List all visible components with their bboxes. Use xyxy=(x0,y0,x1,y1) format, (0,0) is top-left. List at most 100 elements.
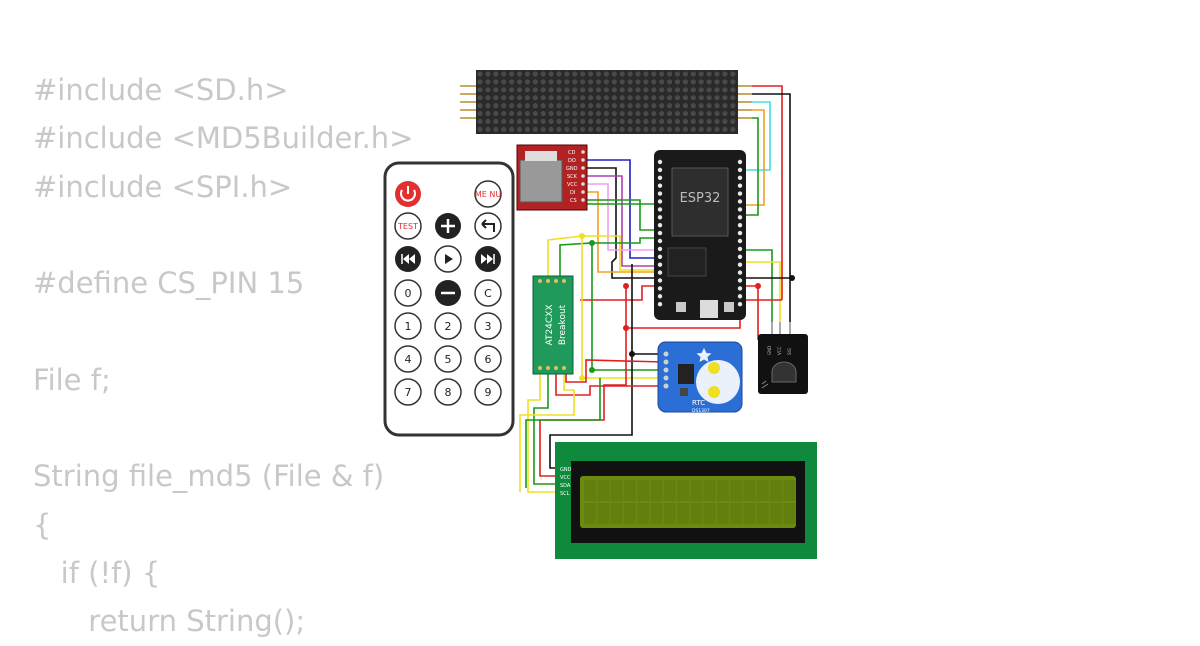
matrix-led xyxy=(706,103,712,109)
lcd-cell xyxy=(663,480,676,501)
matrix-led xyxy=(588,103,594,109)
remote-menu-button[interactable] xyxy=(474,180,502,208)
matrix-led xyxy=(674,110,681,117)
matrix-led xyxy=(730,118,736,124)
matrix-led xyxy=(706,79,712,85)
matrix-led xyxy=(667,95,673,101)
esp32-pin xyxy=(657,199,663,204)
matrix-led xyxy=(674,95,681,101)
lcd-display[interactable]: GND VCC SDA SCL xyxy=(555,442,817,559)
matrix-led xyxy=(580,71,586,77)
matrix-led xyxy=(509,110,515,117)
matrix-led xyxy=(588,79,594,85)
matrix-led xyxy=(603,87,610,93)
matrix-led xyxy=(706,118,712,124)
matrix-led xyxy=(674,79,681,85)
remote-c-button[interactable] xyxy=(474,279,502,307)
matrix-led xyxy=(667,126,673,132)
remote-key-6[interactable] xyxy=(474,345,502,373)
remote-key-9[interactable] xyxy=(474,378,502,406)
matrix-led xyxy=(516,95,523,101)
matrix-led xyxy=(501,110,507,117)
remote-key-0[interactable] xyxy=(394,279,422,307)
matrix-led xyxy=(611,103,617,109)
matrix-led xyxy=(706,110,712,117)
matrix-led xyxy=(516,87,523,93)
matrix-led xyxy=(548,87,554,93)
sd-pin-label: CS xyxy=(570,198,577,204)
matrix-led xyxy=(509,79,515,85)
lcd-cell xyxy=(610,480,623,501)
matrix-led xyxy=(722,87,728,93)
led-matrix[interactable] xyxy=(460,70,752,134)
matrix-led xyxy=(635,87,641,93)
matrix-led xyxy=(540,95,546,101)
matrix-led xyxy=(714,118,720,124)
matrix-led xyxy=(501,87,507,93)
matrix-led xyxy=(509,95,515,101)
matrix-led xyxy=(564,126,570,132)
lcd-cell xyxy=(637,503,650,524)
matrix-led xyxy=(682,118,689,124)
esp32-pin xyxy=(657,246,663,252)
matrix-led xyxy=(682,126,689,132)
matrix-led xyxy=(619,103,625,109)
matrix-led xyxy=(659,95,665,101)
matrix-led xyxy=(659,79,665,85)
matrix-led xyxy=(595,71,602,77)
rtc-module[interactable]: RTC DS1307 xyxy=(657,341,743,414)
remote-key-5[interactable] xyxy=(434,345,462,373)
remote-key-4[interactable] xyxy=(394,345,422,373)
lcd-cell xyxy=(677,503,690,524)
code-line: if (!f) { xyxy=(33,555,161,590)
matrix-led xyxy=(611,110,617,117)
lcd-cell xyxy=(743,480,756,501)
remote-key-1[interactable] xyxy=(394,312,422,340)
esp32-pin xyxy=(737,246,743,252)
sd-pin-label: SCK xyxy=(567,174,578,180)
matrix-led xyxy=(564,71,570,77)
eeprom-breakout[interactable]: AT24CXX Breakout xyxy=(532,275,574,375)
matrix-led xyxy=(532,95,538,101)
eeprom-label: Breakout xyxy=(558,304,568,345)
matrix-led xyxy=(690,126,696,132)
ir-receiver[interactable]: GND VCC SIG xyxy=(758,322,808,394)
matrix-led xyxy=(540,103,546,109)
matrix-led xyxy=(706,95,712,101)
matrix-led xyxy=(595,103,602,109)
matrix-led xyxy=(714,79,720,85)
remote-test-button[interactable] xyxy=(394,212,422,240)
esp32-board[interactable]: ESP32 xyxy=(654,150,746,320)
remote-key-7[interactable] xyxy=(394,378,422,406)
matrix-led xyxy=(659,126,665,132)
lcd-cell xyxy=(597,480,610,501)
matrix-led xyxy=(714,87,720,93)
matrix-led xyxy=(509,126,515,132)
lcd-cell xyxy=(650,503,663,524)
matrix-led xyxy=(532,79,538,85)
matrix-led xyxy=(588,71,594,77)
esp32-pin xyxy=(737,270,743,275)
remote-key-8[interactable] xyxy=(434,378,462,406)
matrix-led xyxy=(556,95,562,101)
matrix-led xyxy=(651,126,657,132)
matrix-led xyxy=(516,71,523,77)
remote-key-2[interactable] xyxy=(434,312,462,340)
code-line: #include <SPI.h> xyxy=(33,169,293,204)
matrix-led xyxy=(524,103,531,109)
sd-card-module[interactable]: CD DO GND SCK VCC DI CS xyxy=(516,144,588,211)
matrix-led xyxy=(698,118,704,124)
matrix-led xyxy=(548,95,554,101)
matrix-led xyxy=(564,95,570,101)
matrix-led xyxy=(619,71,625,77)
ir-remote[interactable]: ME NU TEST 0 C 1 2 3 4 5 6 xyxy=(383,161,515,437)
matrix-led xyxy=(524,118,531,124)
matrix-led xyxy=(659,87,665,93)
matrix-led xyxy=(532,110,538,117)
matrix-led xyxy=(524,71,531,77)
remote-key-3[interactable] xyxy=(474,312,502,340)
matrix-led xyxy=(501,118,507,124)
matrix-led xyxy=(516,79,523,85)
matrix-led xyxy=(643,126,649,132)
return-icon[interactable] xyxy=(474,212,502,240)
